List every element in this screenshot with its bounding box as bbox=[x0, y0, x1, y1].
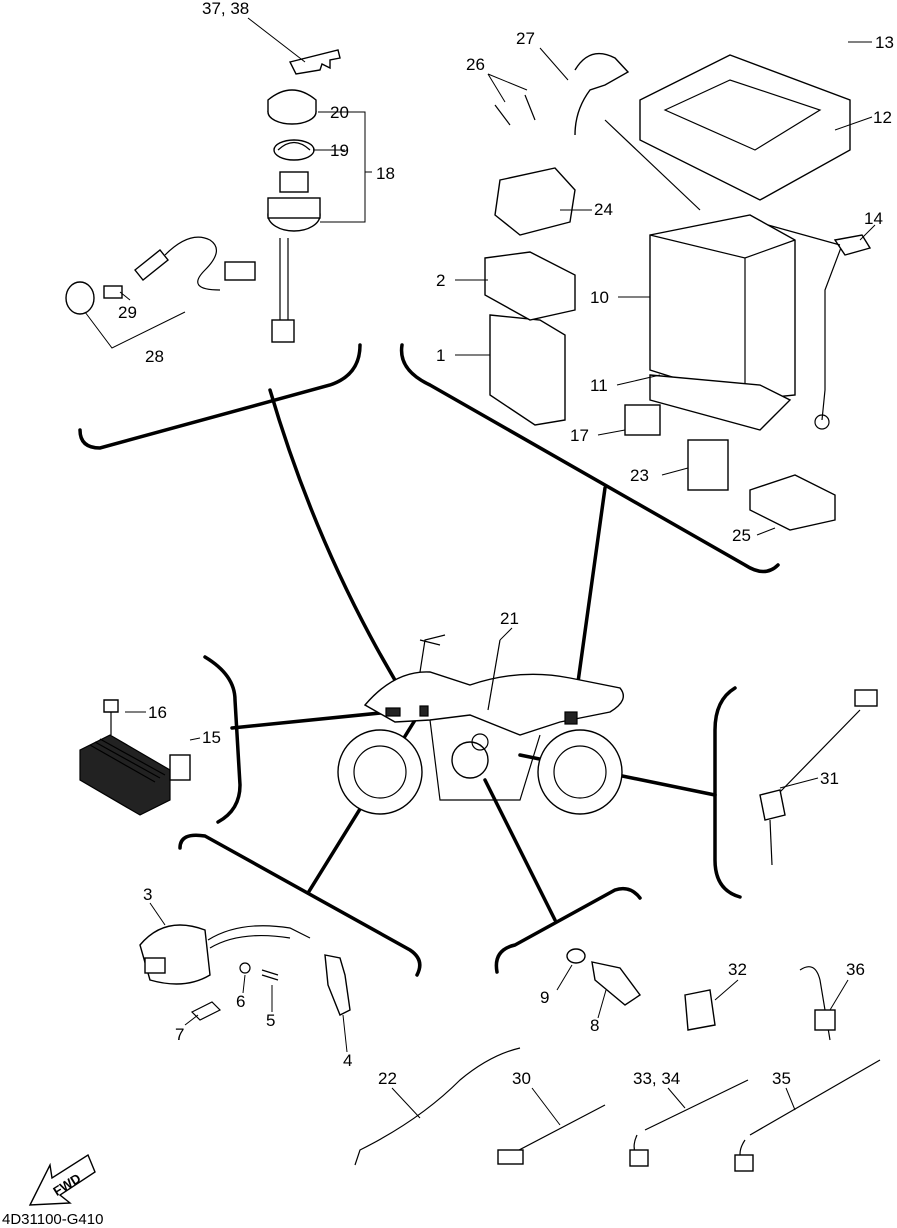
part-label-36: 36 bbox=[846, 960, 865, 979]
part-label-18: 18 bbox=[376, 164, 395, 183]
group-brackets bbox=[78, 343, 780, 977]
sensor-group bbox=[566, 689, 878, 1041]
part-label-32: 32 bbox=[728, 960, 747, 979]
part-label-2: 2 bbox=[436, 271, 445, 290]
part-label-33-34: 33, 34 bbox=[633, 1069, 680, 1088]
part-labels: 37, 38 20 19 18 29 28 26 27 24 2 1 10 11… bbox=[118, 0, 894, 1088]
part-label-13: 13 bbox=[875, 33, 894, 52]
leader-lines bbox=[84, 17, 876, 1126]
atv-illustration bbox=[337, 634, 624, 815]
part-label-17: 17 bbox=[570, 426, 589, 445]
part-label-12: 12 bbox=[873, 108, 892, 127]
part-label-22: 22 bbox=[378, 1069, 397, 1088]
part-label-1: 1 bbox=[436, 346, 445, 365]
part-label-6: 6 bbox=[236, 992, 245, 1011]
forward-direction-arrow: FWD bbox=[28, 1153, 96, 1206]
part-label-9: 9 bbox=[540, 988, 549, 1007]
part-label-26: 26 bbox=[466, 55, 485, 74]
part-label-16: 16 bbox=[148, 703, 167, 722]
ignition-coil-group bbox=[139, 924, 351, 1021]
part-label-19: 19 bbox=[330, 141, 349, 160]
part-label-10: 10 bbox=[590, 288, 609, 307]
cable-ties-group bbox=[354, 1047, 881, 1172]
diagram-code: 4D31100-G410 bbox=[2, 1211, 103, 1228]
part-label-27: 27 bbox=[516, 29, 535, 48]
part-label-20: 20 bbox=[330, 103, 349, 122]
part-label-14: 14 bbox=[864, 209, 883, 228]
part-label-15: 15 bbox=[202, 728, 221, 747]
part-label-21: 21 bbox=[500, 609, 519, 628]
part-label-37-38: 37, 38 bbox=[202, 0, 249, 18]
part-label-25: 25 bbox=[732, 526, 751, 545]
main-switch-group bbox=[65, 49, 341, 343]
part-label-5: 5 bbox=[266, 1011, 275, 1030]
part-label-3: 3 bbox=[143, 885, 152, 904]
part-label-8: 8 bbox=[590, 1016, 599, 1035]
rectifier-group bbox=[79, 699, 191, 816]
part-label-28: 28 bbox=[145, 347, 164, 366]
part-label-4: 4 bbox=[343, 1051, 352, 1070]
part-label-23: 23 bbox=[630, 466, 649, 485]
part-label-11: 11 bbox=[590, 376, 608, 395]
part-label-7: 7 bbox=[175, 1025, 184, 1044]
part-label-31: 31 bbox=[820, 769, 839, 788]
part-label-35: 35 bbox=[772, 1069, 791, 1088]
part-label-30: 30 bbox=[512, 1069, 531, 1088]
part-label-29: 29 bbox=[118, 303, 137, 322]
part-label-24: 24 bbox=[594, 200, 613, 219]
battery-group bbox=[484, 52, 872, 531]
